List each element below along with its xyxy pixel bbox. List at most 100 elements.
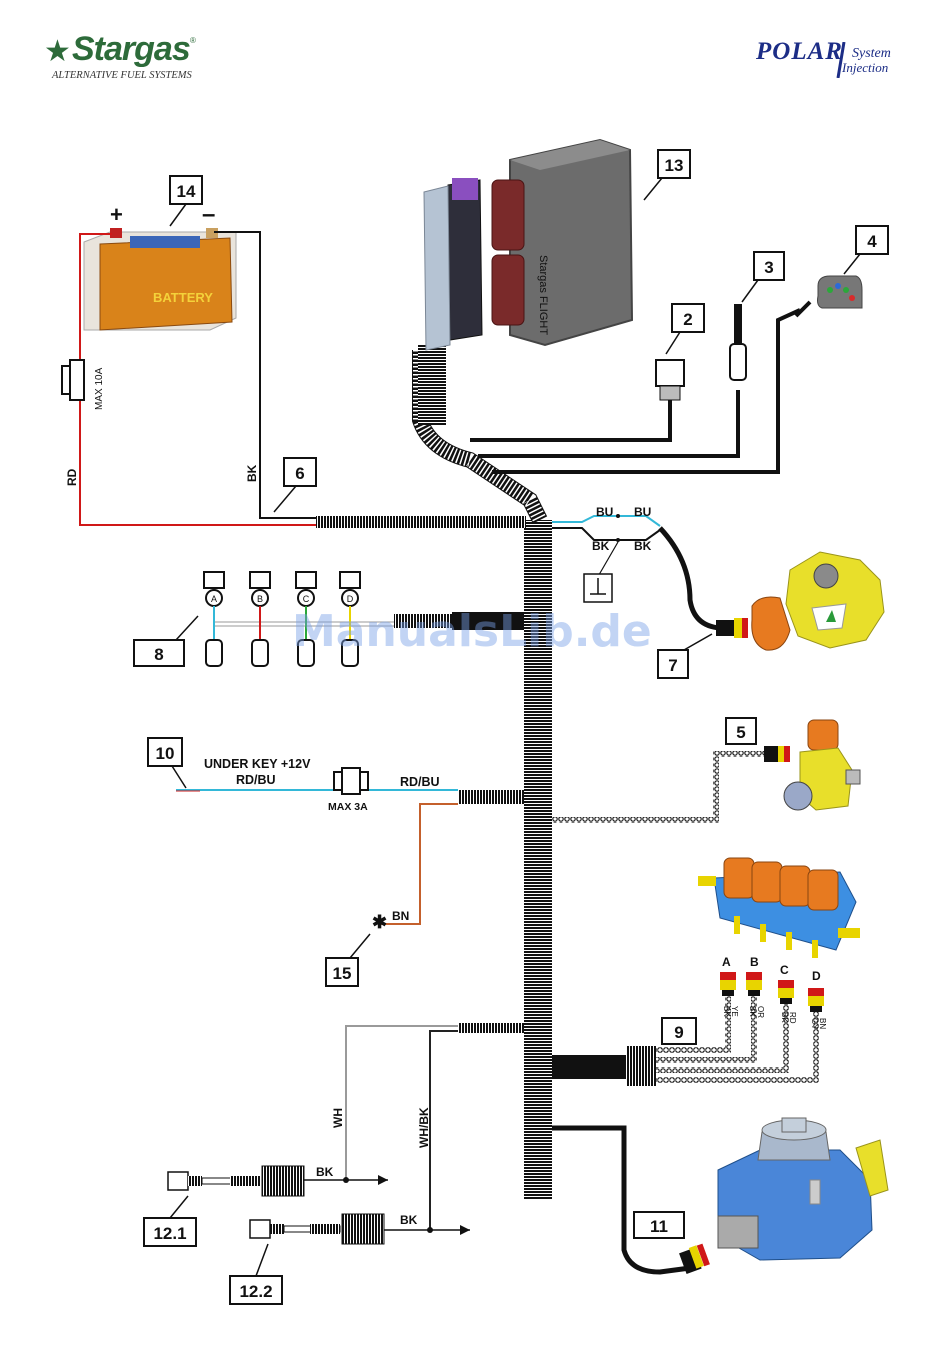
harness-ecu-down <box>418 345 446 425</box>
sensor-plug-label-b: B <box>257 594 263 604</box>
svg-text:3: 3 <box>764 258 773 277</box>
wire-bu-right-label: BU <box>634 505 651 519</box>
sensor-plugs-8: A B C D <box>204 572 360 666</box>
callout-2: 2 <box>666 304 704 354</box>
harness-trunk <box>524 520 552 1200</box>
harness-branch-lambda <box>458 1023 524 1033</box>
battery: BATTERY + – <box>84 201 236 330</box>
callout-12-2: 12.2 <box>230 1244 282 1304</box>
svg-text:7: 7 <box>668 656 677 675</box>
sensor-plug-top-b <box>250 572 270 588</box>
callout-13: 13 <box>644 150 690 200</box>
svg-text:13: 13 <box>665 156 684 175</box>
wire-rd-label: RD <box>65 468 79 486</box>
lambda-sensor-12-2 <box>250 1214 384 1244</box>
sensor-plug-label-d: D <box>347 594 354 604</box>
fuse-3a <box>334 768 368 794</box>
wire-bk-121-label: BK <box>316 1165 334 1179</box>
fuse-10a-label: MAX 10A <box>94 367 105 410</box>
injector-b-wire1: BK <box>748 1006 757 1017</box>
wire-rdbu-left-label: RD/BU <box>236 773 276 787</box>
injector-b-wire2: OR <box>756 1006 765 1018</box>
switch-4 <box>796 276 862 316</box>
sensor-plug-label-c: C <box>303 594 310 604</box>
sensor-plug-bottom-a <box>206 640 222 666</box>
harness-branch-battery <box>316 516 526 528</box>
injector-rail <box>698 858 860 958</box>
battery-label: BATTERY <box>153 290 213 305</box>
sensor-plug-top-c <box>296 572 316 588</box>
wire-rdbu-right-label: RD/BU <box>400 775 440 789</box>
wire-valve-5 <box>552 754 764 820</box>
injector-b-label: B <box>750 955 759 969</box>
sensor-connector-3 <box>730 304 746 380</box>
harness-branch-underkey <box>458 790 524 804</box>
harness-branch-injectors <box>552 1055 628 1079</box>
under-key-label: UNDER KEY +12V <box>204 757 311 771</box>
callout-4: 4 <box>844 226 888 274</box>
wire-bk-left-label: BK <box>592 539 610 553</box>
wire-bu-left-label: BU <box>596 505 613 519</box>
reducer-11 <box>679 1118 888 1274</box>
svg-text:12.1: 12.1 <box>153 1224 186 1243</box>
callout-9: 9 <box>662 1018 696 1044</box>
fuse-3a-label: MAX 3A <box>328 801 368 813</box>
svg-text:6: 6 <box>295 464 304 483</box>
rpm-connector-icon: ✱ <box>372 912 387 932</box>
sensor-plug-bottom-d <box>342 640 358 666</box>
svg-text:14: 14 <box>177 182 196 201</box>
ecu-label: Stargas FLIGHT <box>537 255 549 335</box>
callout-10: 10 <box>148 738 186 788</box>
wire-bk-122-label: BK <box>400 1213 418 1227</box>
svg-text:11: 11 <box>650 1217 668 1236</box>
svg-text:5: 5 <box>736 723 745 742</box>
valve-5 <box>764 720 860 810</box>
injector-a-wire1: BK <box>722 1006 731 1017</box>
injector-d-wire1: GY <box>810 1018 819 1030</box>
svg-text:15: 15 <box>333 964 352 983</box>
callout-14: 14 <box>170 176 202 226</box>
injector-a-label: A <box>722 955 731 969</box>
sensor-plug-top-d <box>340 572 360 588</box>
injector-d-label: D <box>812 969 821 983</box>
svg-text:12.2: 12.2 <box>239 1282 272 1301</box>
wire-bn <box>380 804 458 924</box>
injector-c-wire1: BK <box>780 1012 789 1023</box>
injector-a-wire2: YE <box>730 1006 739 1017</box>
callout-15: 15 <box>326 934 370 986</box>
sensor-plug-bottom-b <box>252 640 268 666</box>
valve-7 <box>716 552 884 650</box>
wire-whbk <box>430 1031 458 1230</box>
battery-minus: – <box>202 201 215 228</box>
wire-wh-label: WH <box>331 1108 345 1128</box>
callout-3: 3 <box>742 252 784 302</box>
callout-8: 8 <box>134 616 198 666</box>
svg-text:8: 8 <box>154 645 163 664</box>
callout-6: 6 <box>274 458 316 512</box>
battery-plus: + <box>110 202 123 227</box>
wire-whbk-label: WH/BK <box>417 1107 431 1148</box>
injector-c-wire2: RD <box>788 1012 797 1024</box>
lambda-sensor-12-1 <box>168 1166 304 1196</box>
svg-text:4: 4 <box>867 232 877 251</box>
svg-text:10: 10 <box>156 744 175 763</box>
injector-c-label: C <box>780 963 789 977</box>
svg-text:9: 9 <box>674 1023 683 1042</box>
callout-5: 5 <box>726 718 756 744</box>
svg-text:2: 2 <box>683 310 692 329</box>
wire-wh <box>346 1026 458 1180</box>
callout-11: 11 <box>634 1212 684 1238</box>
sensor-plug-bottom-c <box>298 640 314 666</box>
wire-bk-right-label: BK <box>634 539 652 553</box>
wire-bk-batt-label: BK <box>245 464 259 482</box>
injector-d-wire2: BN <box>818 1018 827 1029</box>
callout-7: 7 <box>658 634 712 678</box>
callout-12-1: 12.1 <box>144 1196 196 1246</box>
wire-bn-label: BN <box>392 909 409 923</box>
sensor-plug-label-a: A <box>211 594 217 604</box>
sensor-plug-top-a <box>204 572 224 588</box>
sensor-connector-2 <box>656 360 684 400</box>
ecu-unit: Stargas FLIGHT <box>424 140 632 350</box>
